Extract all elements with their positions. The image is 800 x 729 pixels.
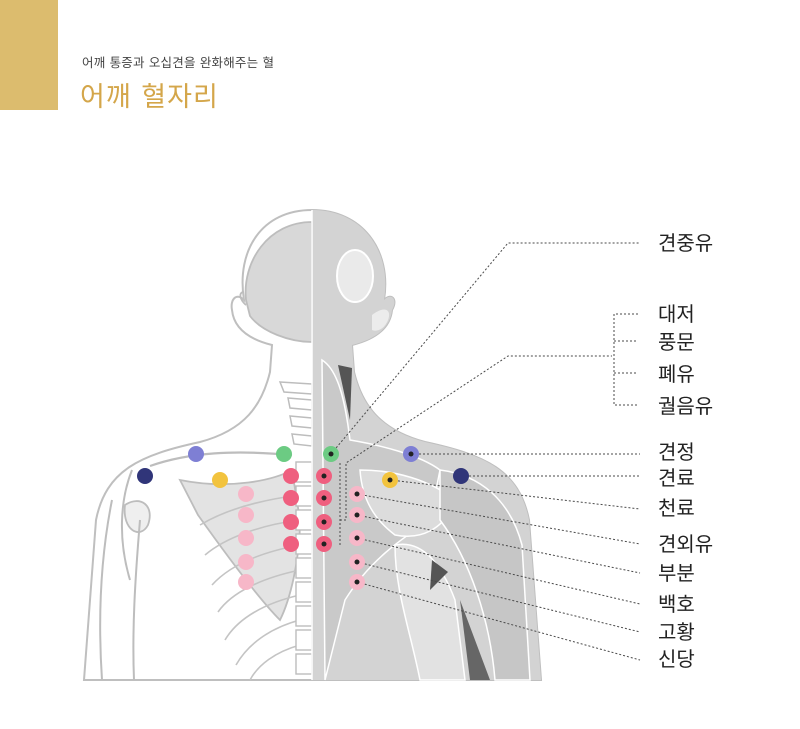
page-subtitle: 어깨 통증과 오십견을 완화해주는 혈	[82, 55, 275, 70]
bracket	[613, 313, 638, 406]
label-gyeonoeyu: 견외유	[658, 532, 714, 556]
label-daejeo: 대저	[658, 302, 695, 326]
leader-cheonryo	[389, 479, 641, 510]
acupoints-right	[316, 446, 469, 590]
page-title: 어깨 혈자리	[80, 82, 219, 113]
label-bubun: 부분	[658, 561, 695, 585]
label-gohwang: 고황	[658, 620, 695, 644]
label-gyeonjeong: 견정	[658, 440, 695, 464]
label-pyeyu: 폐유	[658, 362, 695, 386]
label-baekho: 백호	[658, 592, 695, 616]
label-gyeonryo: 견료	[658, 466, 695, 490]
label-gyeonjungyu: 견중유	[658, 231, 714, 255]
leader-bubun	[356, 514, 641, 574]
label-sindang: 신당	[658, 647, 695, 671]
acupoints-left	[137, 446, 299, 590]
leader-gohwang	[356, 561, 641, 633]
leader-bracket-group	[340, 355, 612, 521]
label-gwoleumyu: 궐음유	[658, 394, 714, 418]
label-cheonryo: 천료	[658, 496, 695, 520]
point-violet-left	[188, 446, 204, 462]
leader-sindang	[356, 581, 641, 661]
label-pungmun: 풍문	[658, 330, 695, 354]
point-yellow-left	[212, 472, 228, 488]
point-navy-left	[137, 468, 153, 484]
point-green-left	[276, 446, 292, 462]
accent-block	[0, 0, 58, 110]
leader-baekho	[356, 537, 641, 605]
